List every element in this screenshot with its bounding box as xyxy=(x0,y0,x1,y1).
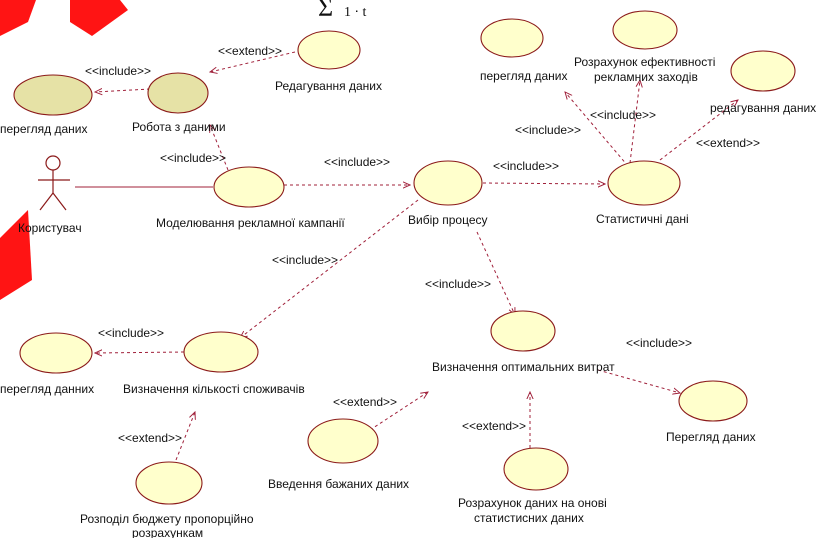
use-case-efficiency[interactable]: Розрахунок ефективності рекламних заході… xyxy=(574,10,715,84)
stereotype-include: <<include>> xyxy=(272,253,338,267)
use-case-label: редагування даних xyxy=(710,101,816,115)
stereotype-extend: <<extend>> xyxy=(462,419,526,433)
actor-user[interactable]: Користувач xyxy=(18,155,82,235)
use-case-label: Визначення кількості споживачів xyxy=(123,382,305,396)
use-case-budget[interactable]: Розподіл бюджету пропорційно розрахункам xyxy=(80,461,254,538)
use-case-view-data-4[interactable]: Перегляд даних xyxy=(666,380,756,444)
use-case-label: Розрахунок ефективності xyxy=(574,55,715,69)
stereotype-include: <<include>> xyxy=(324,155,390,169)
stereotype-include: <<include>> xyxy=(425,277,491,291)
use-case-label: Розподіл бюджету пропорційно xyxy=(80,512,254,526)
dependency-lines xyxy=(95,51,738,461)
use-case-label: Статистичні дані xyxy=(596,212,689,226)
stereotype-extend: <<extend>> xyxy=(696,136,760,150)
stereotype-include: <<include>> xyxy=(590,108,656,122)
use-case-label: Редагування даних xyxy=(275,79,382,93)
use-case-label: Перегляд даних xyxy=(666,430,756,444)
use-case-view-data-1[interactable]: перегляд даних xyxy=(0,74,93,136)
use-case-edit-data-2[interactable]: редагування даних xyxy=(710,50,816,115)
use-case-label: Робота з даними xyxy=(132,120,226,134)
use-case-label: перегляд данних xyxy=(0,382,94,396)
svg-text:Σ: Σ xyxy=(318,0,333,22)
use-case-consumers[interactable]: Визначення кількості споживачів xyxy=(123,331,305,396)
use-case-label: рекламних заходів xyxy=(594,70,698,84)
stereotype-extend: <<extend>> xyxy=(118,431,182,445)
use-case-desired-input[interactable]: Введення бажаних даних xyxy=(268,418,409,491)
watermark-shape: Σ 1 ⋅ t xyxy=(0,0,366,300)
use-case-process-select[interactable]: Вибір процесу xyxy=(408,160,488,227)
actor-head xyxy=(45,155,61,171)
actor-label: Користувач xyxy=(18,221,82,235)
stereotype-extend: <<extend>> xyxy=(333,395,397,409)
stereotype-include: <<include>> xyxy=(515,123,581,137)
use-case-label: Введення бажаних даних xyxy=(268,477,409,491)
stereotype-include: <<include>> xyxy=(160,151,226,165)
stereotype-include: <<include>> xyxy=(98,326,164,340)
use-case-label: розрахункам xyxy=(132,526,203,538)
use-case-modeling[interactable]: Моделювання рекламної кампанії xyxy=(156,166,345,230)
use-case-statistics[interactable]: Статистичні дані xyxy=(596,160,689,226)
use-case-label: статистисних даних xyxy=(474,511,584,525)
use-case-calc-data[interactable]: Розрахунок даних на онові статистисних д… xyxy=(458,447,607,525)
use-case-view-data-3[interactable]: перегляд данних xyxy=(0,332,94,396)
stereotype-extend: <<extend>> xyxy=(218,44,282,58)
use-case-optimal-costs[interactable]: Визначення оптимальних витрат xyxy=(432,310,615,374)
use-case-label: перегляд даних xyxy=(480,69,567,83)
use-case-work-with-data[interactable]: Робота з даними xyxy=(132,72,226,134)
use-case-label: Моделювання рекламної кампанії xyxy=(156,216,345,230)
use-case-label: Визначення оптимальних витрат xyxy=(432,360,615,374)
use-case-label: Вибір процесу xyxy=(408,213,488,227)
stereotype-labels: <<include>> <<extend>> <<include>> <<inc… xyxy=(85,44,760,445)
svg-text:1 ⋅ t: 1 ⋅ t xyxy=(344,5,366,20)
use-case-edit-data-1[interactable]: Редагування даних xyxy=(275,30,382,93)
use-case-label: Розрахунок даних на онові xyxy=(458,496,607,510)
use-case-label: перегляд даних xyxy=(0,122,87,136)
stereotype-include: <<include>> xyxy=(493,159,559,173)
use-case-view-data-2[interactable]: перегляд даних xyxy=(480,18,567,83)
stereotype-include: <<include>> xyxy=(85,64,151,78)
stereotype-include: <<include>> xyxy=(626,336,692,350)
